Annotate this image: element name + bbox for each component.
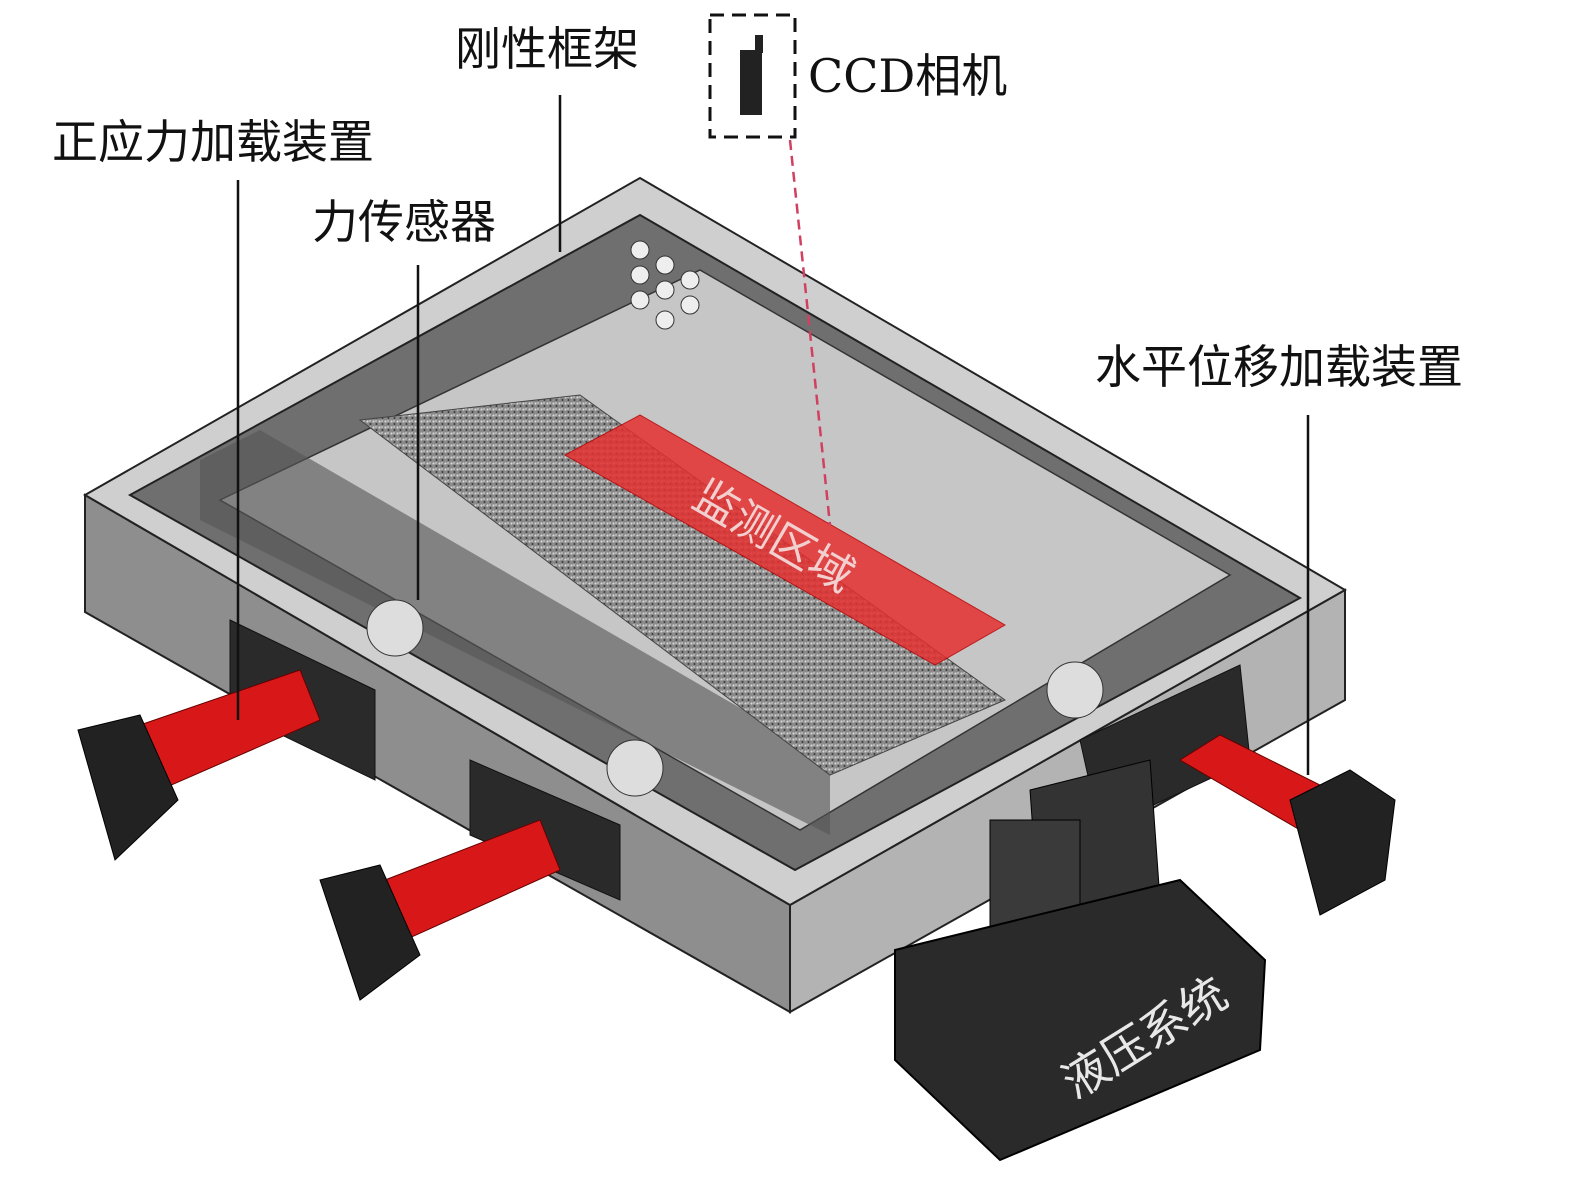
granular-shear-band (358, 394, 1007, 776)
normal-stress-cylinder-1 (77, 619, 376, 861)
force-sensor-2 (606, 739, 664, 797)
camera-dashed-box (708, 13, 797, 139)
label-horizontal-displacement-loader: 水平位移加载装置 (1095, 340, 1463, 394)
hydraulic-system: 液压系统 (894, 759, 1267, 1162)
ccd-camera (708, 13, 832, 526)
force-sensor-3 (1046, 661, 1104, 719)
label-force-sensor: 力传感器 (312, 195, 496, 249)
camera-icon (740, 50, 762, 115)
rigid-frame: 监测区域 (82, 176, 1348, 1014)
frame-bolts (630, 240, 700, 330)
force-sensor-1 (366, 599, 424, 657)
loading-plate (200, 430, 830, 835)
label-rigid-frame: 刚性框架 (455, 22, 639, 76)
label-normal-stress-loader: 正应力加载装置 (52, 115, 374, 169)
label-ccd-camera: CCD相机 (808, 49, 1007, 103)
normal-stress-cylinder-2 (319, 759, 621, 1001)
leader-lines (236, 95, 1310, 775)
laser-line (788, 139, 832, 526)
monitoring-zone (563, 414, 1007, 666)
